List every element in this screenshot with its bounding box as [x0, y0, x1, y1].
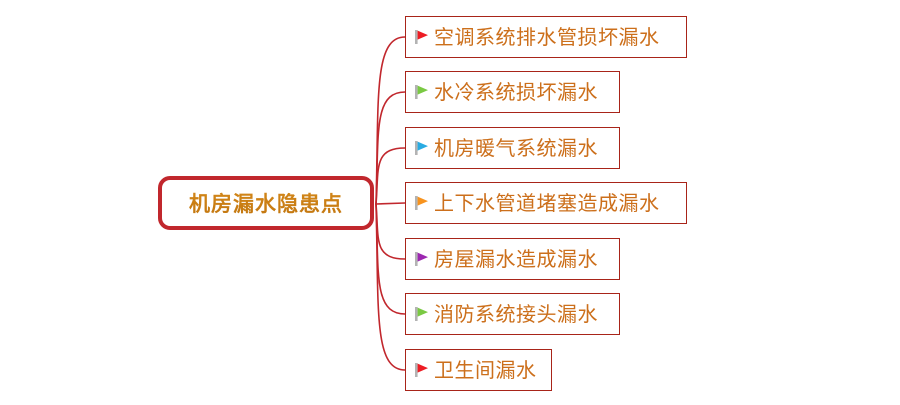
branch-node-label: 机房暖气系统漏水: [434, 136, 598, 160]
flag-icon-red: [415, 363, 428, 377]
branch-node-label: 上下水管道堵塞造成漏水: [434, 191, 660, 215]
branch-node-label: 卫生间漏水: [434, 358, 537, 382]
flag-icon-blue: [415, 141, 428, 155]
flag-icon-purple: [415, 252, 428, 266]
connector-line: [375, 203, 406, 260]
connector-line: [375, 202, 406, 205]
branch-node-label: 消防系统接头漏水: [434, 302, 598, 326]
branch-node-label: 水冷系统损坏漏水: [434, 80, 598, 104]
connector-line: [375, 203, 406, 315]
root-node[interactable]: 机房漏水隐患点: [158, 176, 374, 230]
connector-line: [375, 203, 406, 371]
branch-node-label: 房屋漏水造成漏水: [434, 247, 598, 271]
branch-node-1[interactable]: 空调系统排水管损坏漏水: [405, 16, 687, 58]
connector-line: [375, 91, 406, 205]
connector-line: [375, 36, 406, 205]
branch-node-6[interactable]: 消防系统接头漏水: [405, 293, 620, 335]
branch-node-4[interactable]: 上下水管道堵塞造成漏水: [405, 182, 687, 224]
branch-node-7[interactable]: 卫生间漏水: [405, 349, 552, 391]
branch-node-5[interactable]: 房屋漏水造成漏水: [405, 238, 620, 280]
root-node-label: 机房漏水隐患点: [189, 188, 343, 218]
branch-node-label: 空调系统排水管损坏漏水: [434, 25, 660, 49]
branch-node-2[interactable]: 水冷系统损坏漏水: [405, 71, 620, 113]
branch-node-3[interactable]: 机房暖气系统漏水: [405, 127, 620, 169]
flag-icon-orange: [415, 196, 428, 210]
connector-line: [375, 147, 406, 205]
flag-icon-red: [415, 30, 428, 44]
flag-icon-green: [415, 85, 428, 99]
flag-icon-green: [415, 307, 428, 321]
